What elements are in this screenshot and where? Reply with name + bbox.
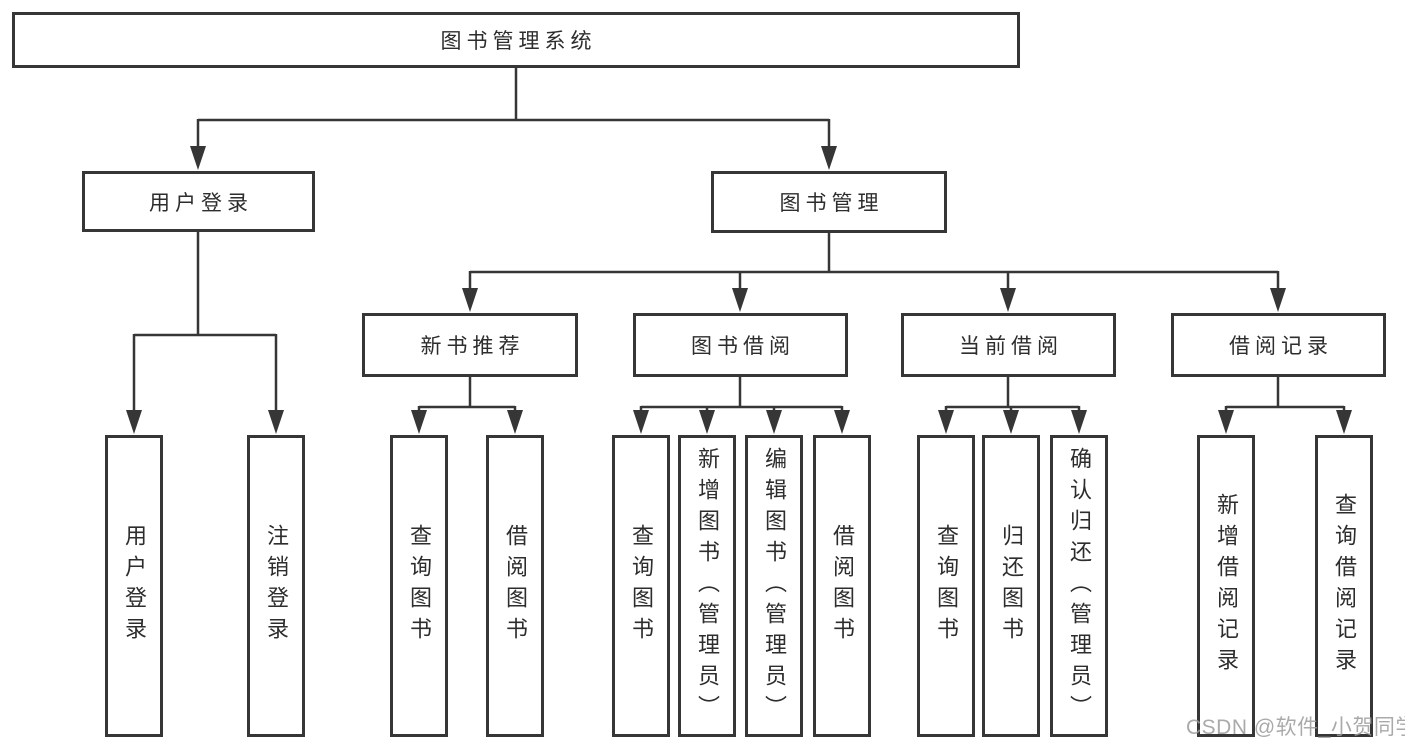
node-new-book-recommend: 新书推荐 bbox=[362, 313, 578, 377]
node-current-borrow: 当前借阅 bbox=[901, 313, 1116, 377]
leaf-confirm-return-admin: 确认归还（管理员） bbox=[1050, 435, 1108, 737]
connector-user-login-branch bbox=[126, 232, 284, 434]
node-label: 新书推荐 bbox=[420, 335, 525, 358]
leaf-logout: 注销登录 bbox=[247, 435, 305, 737]
node-user-login-group: 用户登录 bbox=[82, 171, 315, 232]
csdn-watermark: CSDN @软件_小贺同学 bbox=[1186, 716, 1405, 739]
connector-current-borrow-branch bbox=[938, 377, 1087, 434]
node-label: 新增图书（管理员） bbox=[695, 446, 720, 726]
leaf-query-books-borrow: 查询图书 bbox=[612, 435, 670, 737]
node-library-management-system: 图书管理系统 bbox=[12, 12, 1020, 68]
node-label: 查询图书 bbox=[934, 524, 959, 648]
leaf-borrow-books: 借阅图书 bbox=[813, 435, 871, 737]
node-label: 用户登录 bbox=[122, 524, 147, 648]
node-label: 注销登录 bbox=[264, 524, 289, 648]
node-label: 查询图书 bbox=[407, 524, 432, 648]
connector-book-borrow-branch bbox=[633, 377, 850, 434]
connector-borrow-record-branch bbox=[1218, 377, 1352, 434]
node-book-management: 图书管理 bbox=[711, 171, 947, 233]
node-borrow-record: 借阅记录 bbox=[1171, 313, 1386, 377]
connector-new-book-branch bbox=[411, 377, 523, 434]
node-label: 查询借阅记录 bbox=[1332, 493, 1357, 679]
node-book-borrow: 图书借阅 bbox=[633, 313, 848, 377]
connector-book-mgmt-to-level3 bbox=[462, 233, 1286, 312]
leaf-query-borrow-record: 查询借阅记录 bbox=[1315, 435, 1373, 737]
node-label: 编辑图书（管理员） bbox=[762, 446, 787, 726]
leaf-edit-books-admin: 编辑图书（管理员） bbox=[745, 435, 803, 737]
leaf-query-books-recommend: 查询图书 bbox=[390, 435, 448, 737]
node-label: 图书管理 bbox=[779, 192, 884, 215]
node-label: 查询图书 bbox=[629, 524, 654, 648]
leaf-add-books-admin: 新增图书（管理员） bbox=[678, 435, 736, 737]
node-label: 确认归还（管理员） bbox=[1067, 446, 1092, 726]
leaf-query-books-current: 查询图书 bbox=[917, 435, 975, 737]
node-label: 新增借阅记录 bbox=[1214, 493, 1239, 679]
node-label: 借阅图书 bbox=[503, 524, 528, 648]
leaf-return-books: 归还图书 bbox=[982, 435, 1040, 737]
leaf-add-borrow-record: 新增借阅记录 bbox=[1197, 435, 1255, 737]
connector-root-to-level2 bbox=[190, 68, 837, 170]
node-label: 图书管理系统 bbox=[440, 30, 597, 53]
node-label: 当前借阅 bbox=[959, 335, 1063, 358]
node-label: 借阅图书 bbox=[830, 524, 855, 648]
leaf-user-login: 用户登录 bbox=[105, 435, 163, 737]
node-label: 借阅记录 bbox=[1229, 335, 1333, 358]
leaf-borrow-books-recommend: 借阅图书 bbox=[486, 435, 544, 737]
node-label: 用户登录 bbox=[149, 191, 253, 215]
node-label: 图书借阅 bbox=[691, 335, 795, 358]
node-label: 归还图书 bbox=[999, 524, 1024, 648]
